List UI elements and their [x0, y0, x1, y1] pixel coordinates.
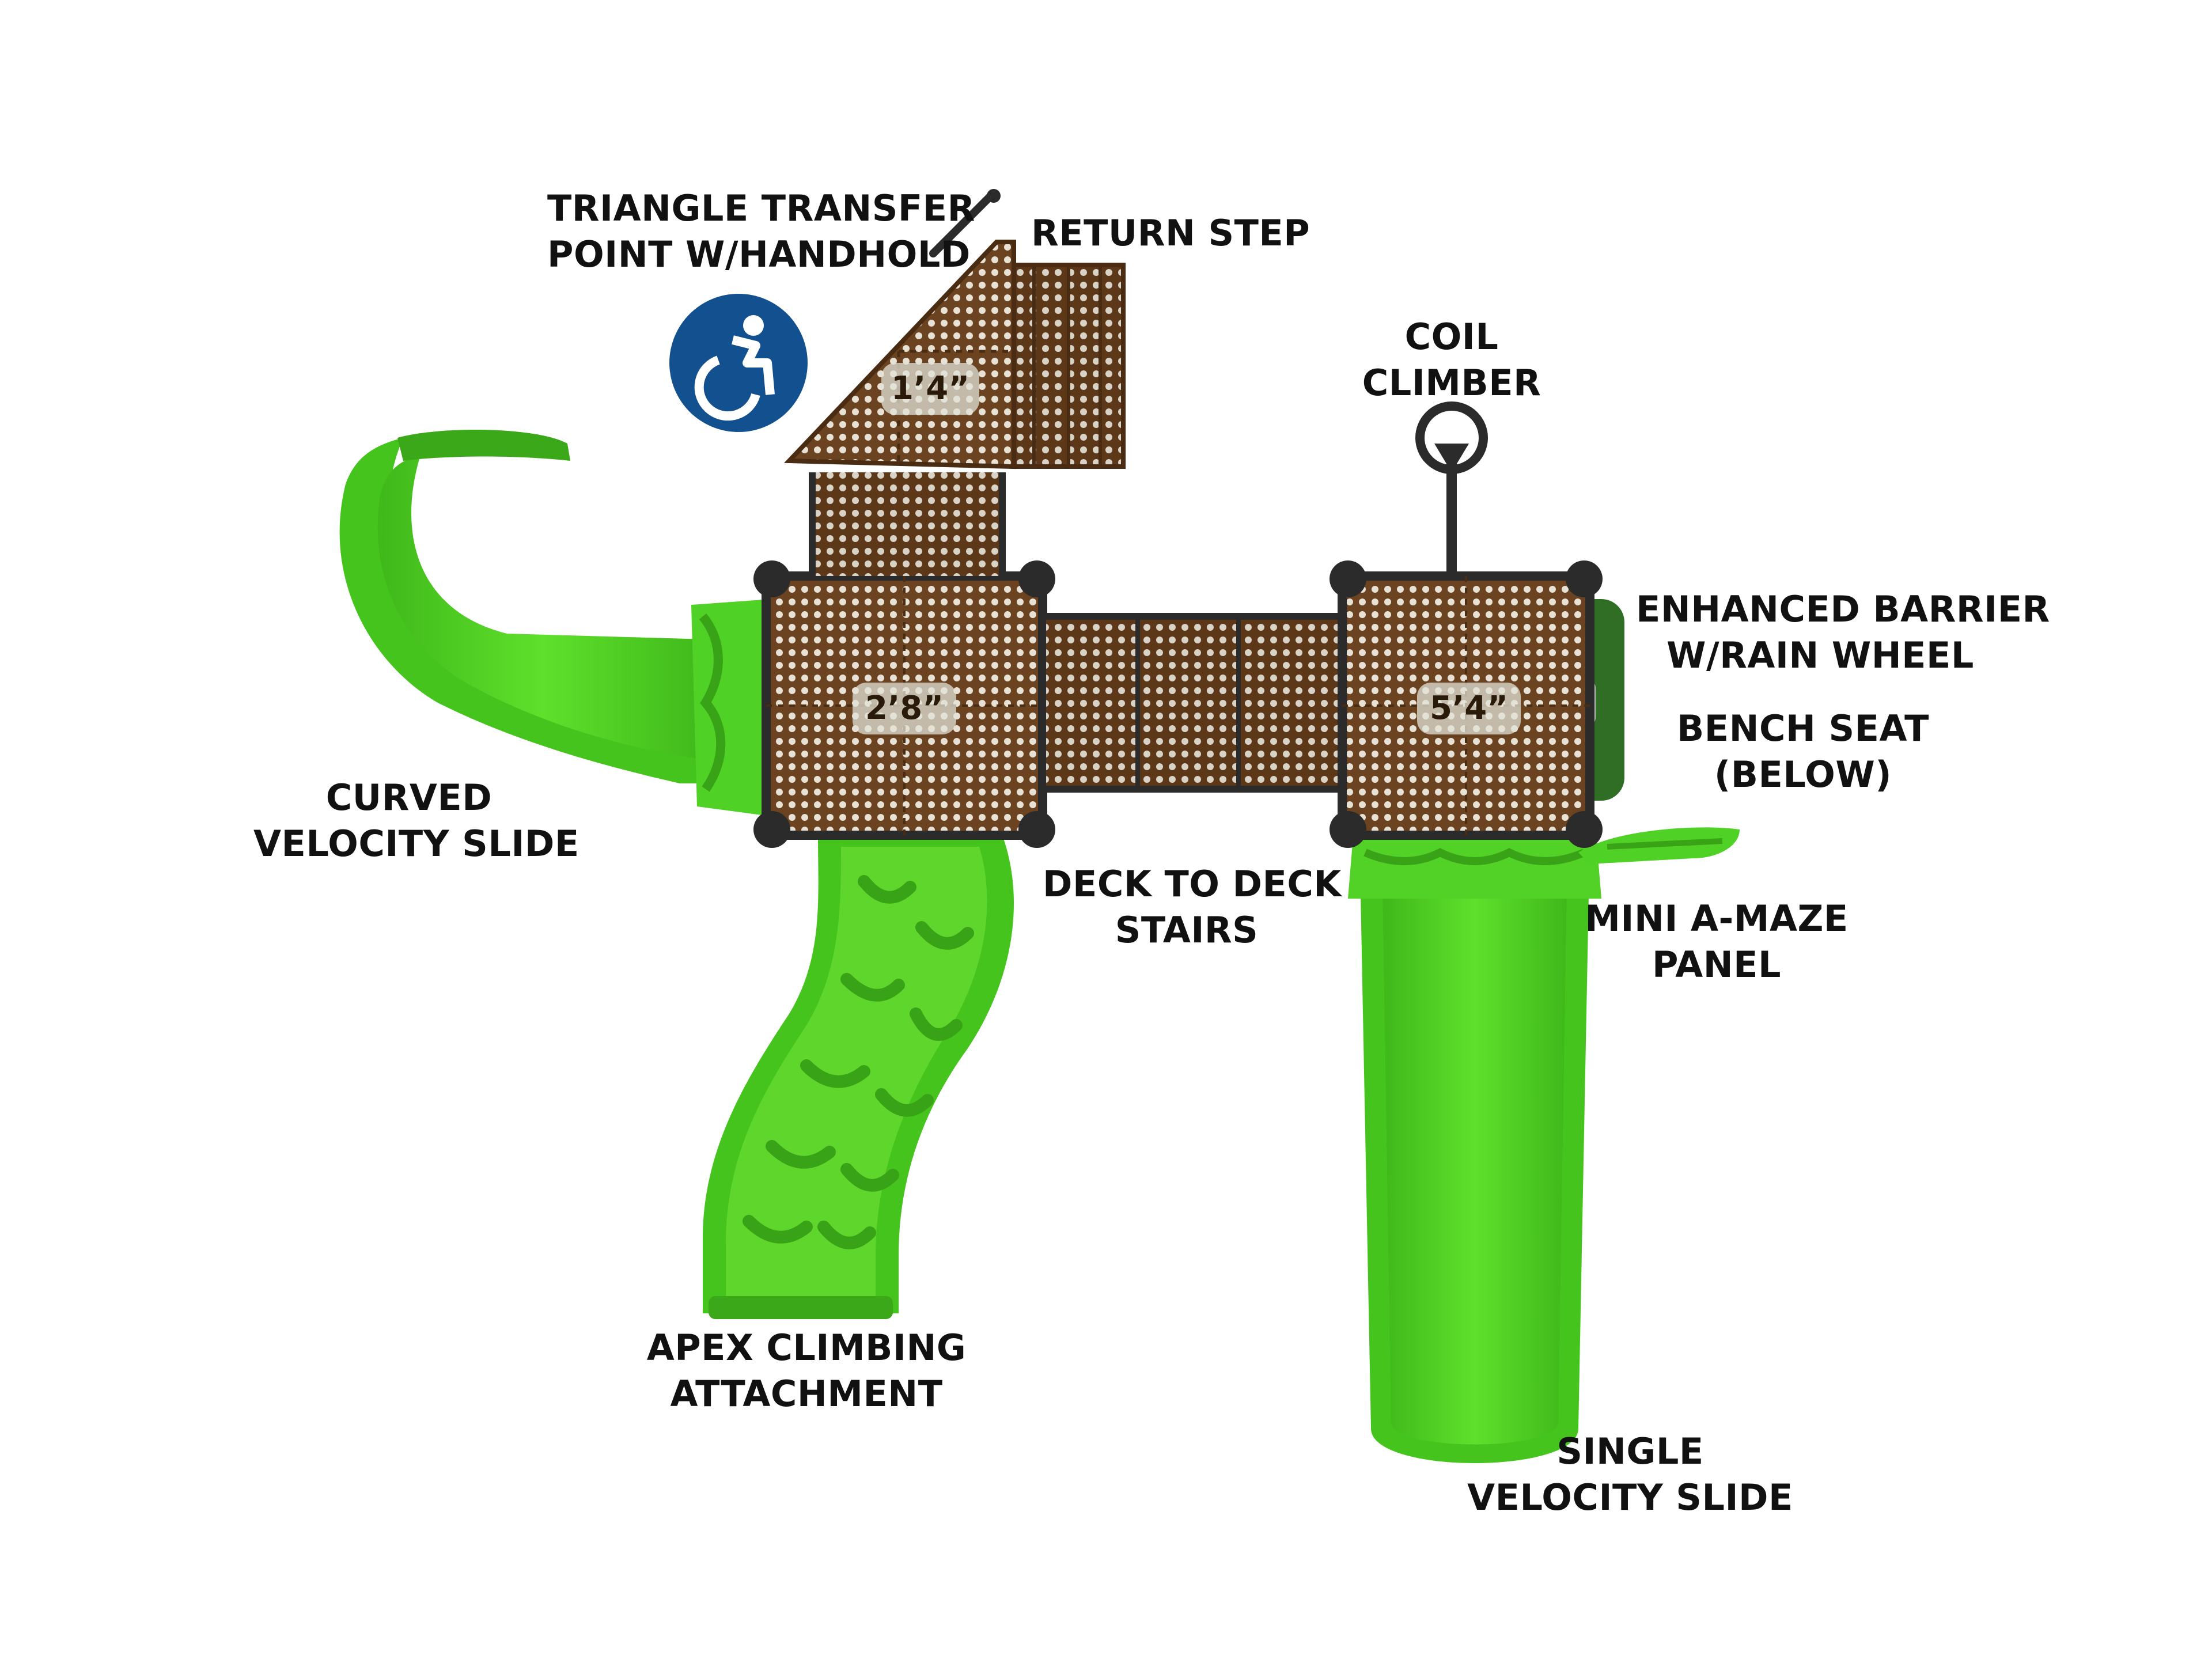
left-deck-height-tag: 2’8”	[853, 683, 956, 734]
curved-velocity-slide	[339, 430, 783, 818]
transfer-connector	[809, 472, 1006, 576]
apex-climbing-attachment	[703, 835, 1014, 1319]
single-velocity-slide	[1348, 821, 1601, 1463]
wheelchair-accessibility-icon	[669, 294, 808, 432]
label-bench-seat: BENCH SEAT(BELOW)	[1677, 707, 1929, 795]
mini-a-maze-panel	[1578, 827, 1740, 864]
label-return-step: RETURN STEP	[1031, 212, 1310, 254]
transfer-height-tag: 1’4”	[881, 363, 979, 415]
deck-to-deck-stairs	[1039, 613, 1346, 793]
deck-posts	[753, 560, 1603, 848]
right-deck-height-tag: 5’4”	[1417, 683, 1521, 734]
coil-climber	[1415, 401, 1488, 576]
return-step	[1012, 263, 1126, 469]
